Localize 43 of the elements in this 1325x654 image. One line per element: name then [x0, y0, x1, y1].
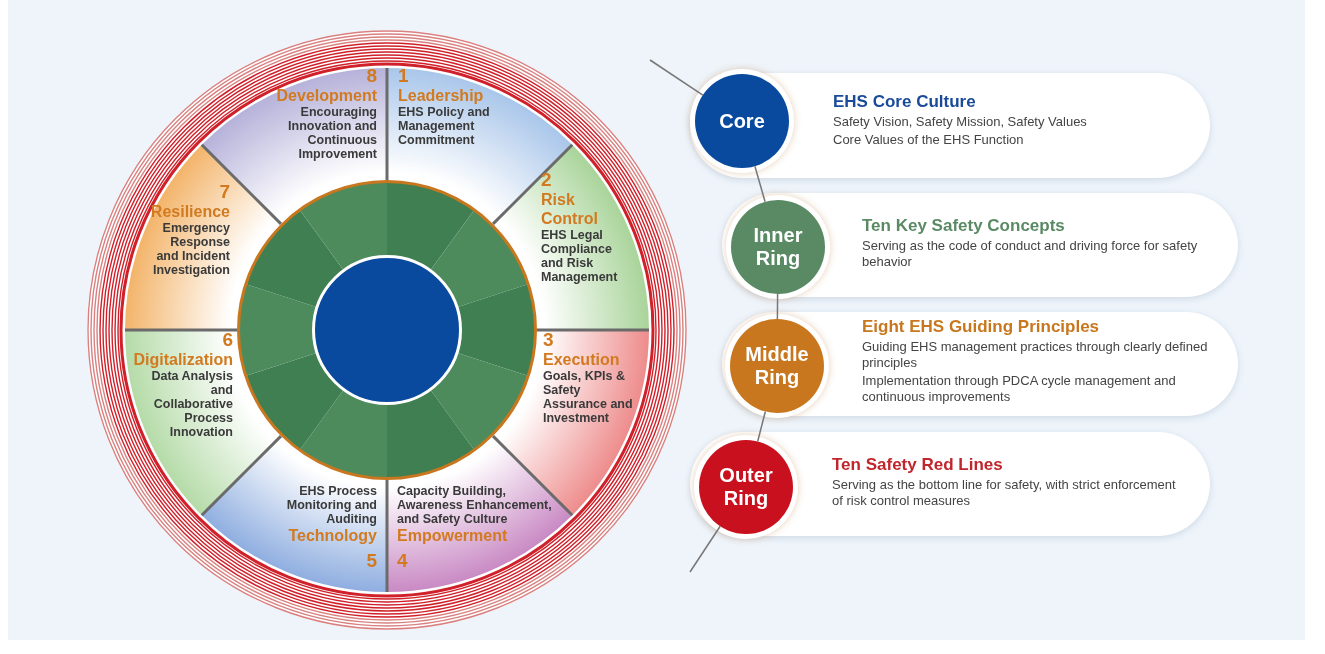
segment-number: 6: [221, 330, 233, 350]
segment-number: 4: [397, 551, 409, 571]
connector-line: [776, 293, 779, 320]
segment-number: 1: [398, 66, 410, 86]
segment-title: Empowerment: [397, 526, 509, 545]
segment-title: Execution: [543, 350, 621, 369]
segment-description: Encouraging Innovation and Continuous Improvement: [287, 105, 377, 161]
info-card: [690, 73, 1210, 178]
segment-number: 3: [543, 330, 555, 350]
card-description: Core Values of the EHS Function: [833, 132, 1025, 148]
card-description: Serving as the bottom line for safety, with strict enforcement of risk control measures: [832, 477, 1177, 509]
connector-line: [756, 410, 767, 443]
segment-description: Data Analysis and Collaborative Process Innovation: [150, 369, 233, 439]
segment-description: EHS Legal Compliance and Risk Management: [541, 228, 619, 284]
card-heading: Eight EHS Guiding Principles: [862, 316, 1101, 337]
segment-description: EHS Process Monitoring and Auditing: [285, 484, 377, 526]
segment-title: Leadership: [398, 86, 485, 105]
card-heading: Ten Key Safety Concepts: [862, 215, 1066, 236]
segment-description: Goals, KPIs & Safety Assurance and Investment: [543, 369, 634, 425]
connector-line: [754, 165, 766, 203]
card-description: Safety Vision, Safety Mission, Safety Values: [833, 114, 1088, 130]
segment-title: Development: [275, 86, 377, 105]
segment-description: EHS Policy and Management Commitment: [398, 105, 491, 147]
connector-line: [649, 59, 704, 96]
segment-title: Risk Control: [541, 190, 599, 228]
segment-title: Digitalization: [133, 350, 233, 369]
card-heading: Ten Safety Red Lines: [832, 454, 1004, 475]
segment-title: Technology: [287, 526, 377, 545]
segment-number: 5: [365, 551, 377, 571]
segment-number: 7: [218, 182, 230, 202]
card-description: Guiding EHS management practices through clearly defined principles: [862, 339, 1208, 371]
card-description: Implementation through PDCA cycle management and continuous improvements: [862, 373, 1177, 405]
info-card: [690, 432, 1210, 536]
connector-line: [689, 525, 721, 573]
segment-number: 2: [541, 170, 553, 190]
card-description: Serving as the code of conduct and driving force for safety behavior: [862, 238, 1199, 270]
card-heading: EHS Core Culture: [833, 91, 977, 112]
segment-description: Emergency Response and Incident Investigation: [151, 221, 230, 277]
info-card: [722, 312, 1238, 416]
segment-title: Resilience: [149, 202, 230, 221]
segment-description: Capacity Building, Awareness Enhancement, and Safety Culture: [397, 484, 553, 526]
info-card: [722, 193, 1238, 297]
segment-number: 8: [365, 66, 377, 86]
